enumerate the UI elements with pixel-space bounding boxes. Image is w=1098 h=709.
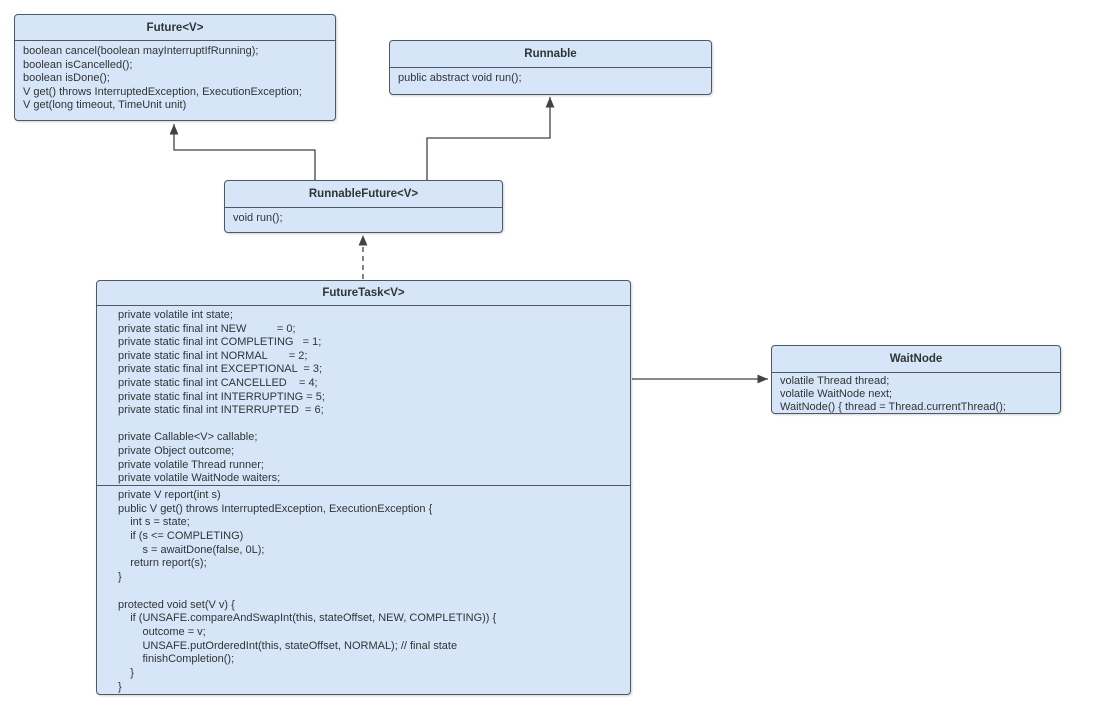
method-line <box>118 585 622 599</box>
method-line: private V report(int s) <box>118 489 221 501</box>
member-line: boolean isCancelled(); <box>23 58 133 71</box>
method-line: public V get() throws InterruptedExcepti… <box>118 502 433 515</box>
edge-runnablefuture-extends-runnable <box>426 97 555 180</box>
member-line: WaitNode() { thread = Thread.currentThre… <box>780 401 1006 414</box>
method-line: finishCompletion(); <box>118 653 235 666</box>
method-line: } <box>118 571 122 584</box>
field-line <box>118 418 622 432</box>
field-line: private volatile WaitNode waiters; <box>118 472 281 485</box>
method-line: outcome = v; <box>118 625 206 638</box>
class-title-runnablefuture: RunnableFuture<V> <box>225 181 502 208</box>
method-line: } <box>118 680 122 693</box>
class-methods-futuretask: private V report(int s) public V get() t… <box>97 485 630 694</box>
method-line: } <box>118 666 134 679</box>
class-members-runnablefuture: void run(); <box>225 208 502 228</box>
field-line: private volatile Thread runner; <box>118 458 264 471</box>
member-line: public abstract void run(); <box>398 72 522 84</box>
class-members-runnable: public abstract void run(); <box>390 68 711 88</box>
class-members-waitnode: volatile Thread thread; volatile WaitNod… <box>772 373 1060 414</box>
edge-runnablefuture-extends-future <box>169 124 316 180</box>
method-line: s = awaitDone(false, 0L); <box>118 543 265 556</box>
method-line: if (UNSAFE.compareAndSwapInt(this, state… <box>118 612 497 625</box>
field-line: private Callable<V> callable; <box>118 431 258 444</box>
member-line: boolean isDone(); <box>23 72 110 84</box>
method-line: int s = state; <box>118 516 190 529</box>
field-line: private volatile int state; <box>118 309 233 321</box>
class-title-futuretask: FutureTask<V> <box>97 281 630 306</box>
field-line: private Object outcome; <box>118 444 235 457</box>
field-line: private static final int COMPLETING = 1; <box>118 336 322 349</box>
class-box-futuretask[interactable]: FutureTask<V> private volatile int state… <box>96 280 631 695</box>
field-line: private static final int CANCELLED = 4; <box>118 376 318 389</box>
member-line: V get(long timeout, TimeUnit unit) <box>23 99 187 111</box>
member-line: volatile Thread thread; <box>780 375 890 387</box>
field-line: private static final int NEW = 0; <box>118 322 296 335</box>
member-line: void run(); <box>233 212 283 224</box>
field-line: private static final int INTERRUPTED = 6… <box>118 404 324 417</box>
method-line: protected void set(V v) { <box>118 598 235 611</box>
method-line: return report(s); <box>118 557 207 570</box>
class-box-runnable[interactable]: Runnable public abstract void run(); <box>389 40 712 95</box>
class-box-waitnode[interactable]: WaitNode volatile Thread thread; volatil… <box>771 345 1061 414</box>
member-line: boolean cancel(boolean mayInterruptIfRun… <box>23 45 259 57</box>
method-line: if (s <= COMPLETING) <box>118 530 244 543</box>
class-title-runnable: Runnable <box>390 41 711 68</box>
class-title-waitnode: WaitNode <box>772 346 1060 373</box>
field-line: private static final int INTERRUPTING = … <box>118 390 325 403</box>
member-line: V get() throws InterruptedException, Exe… <box>23 85 302 98</box>
method-line: UNSAFE.putOrderedInt(this, stateOffset, … <box>118 639 458 652</box>
class-box-runnablefuture[interactable]: RunnableFuture<V> void run(); <box>224 180 503 233</box>
field-line: private static final int NORMAL = 2; <box>118 349 308 362</box>
class-title-future: Future<V> <box>15 15 335 41</box>
member-line: volatile WaitNode next; <box>780 388 893 401</box>
class-members-future: boolean cancel(boolean mayInterruptIfRun… <box>15 41 335 115</box>
field-line: private static final int EXCEPTIONAL = 3… <box>118 363 323 376</box>
class-fields-futuretask: private volatile int state; private stat… <box>97 306 630 485</box>
class-box-future[interactable]: Future<V> boolean cancel(boolean mayInte… <box>14 14 336 121</box>
